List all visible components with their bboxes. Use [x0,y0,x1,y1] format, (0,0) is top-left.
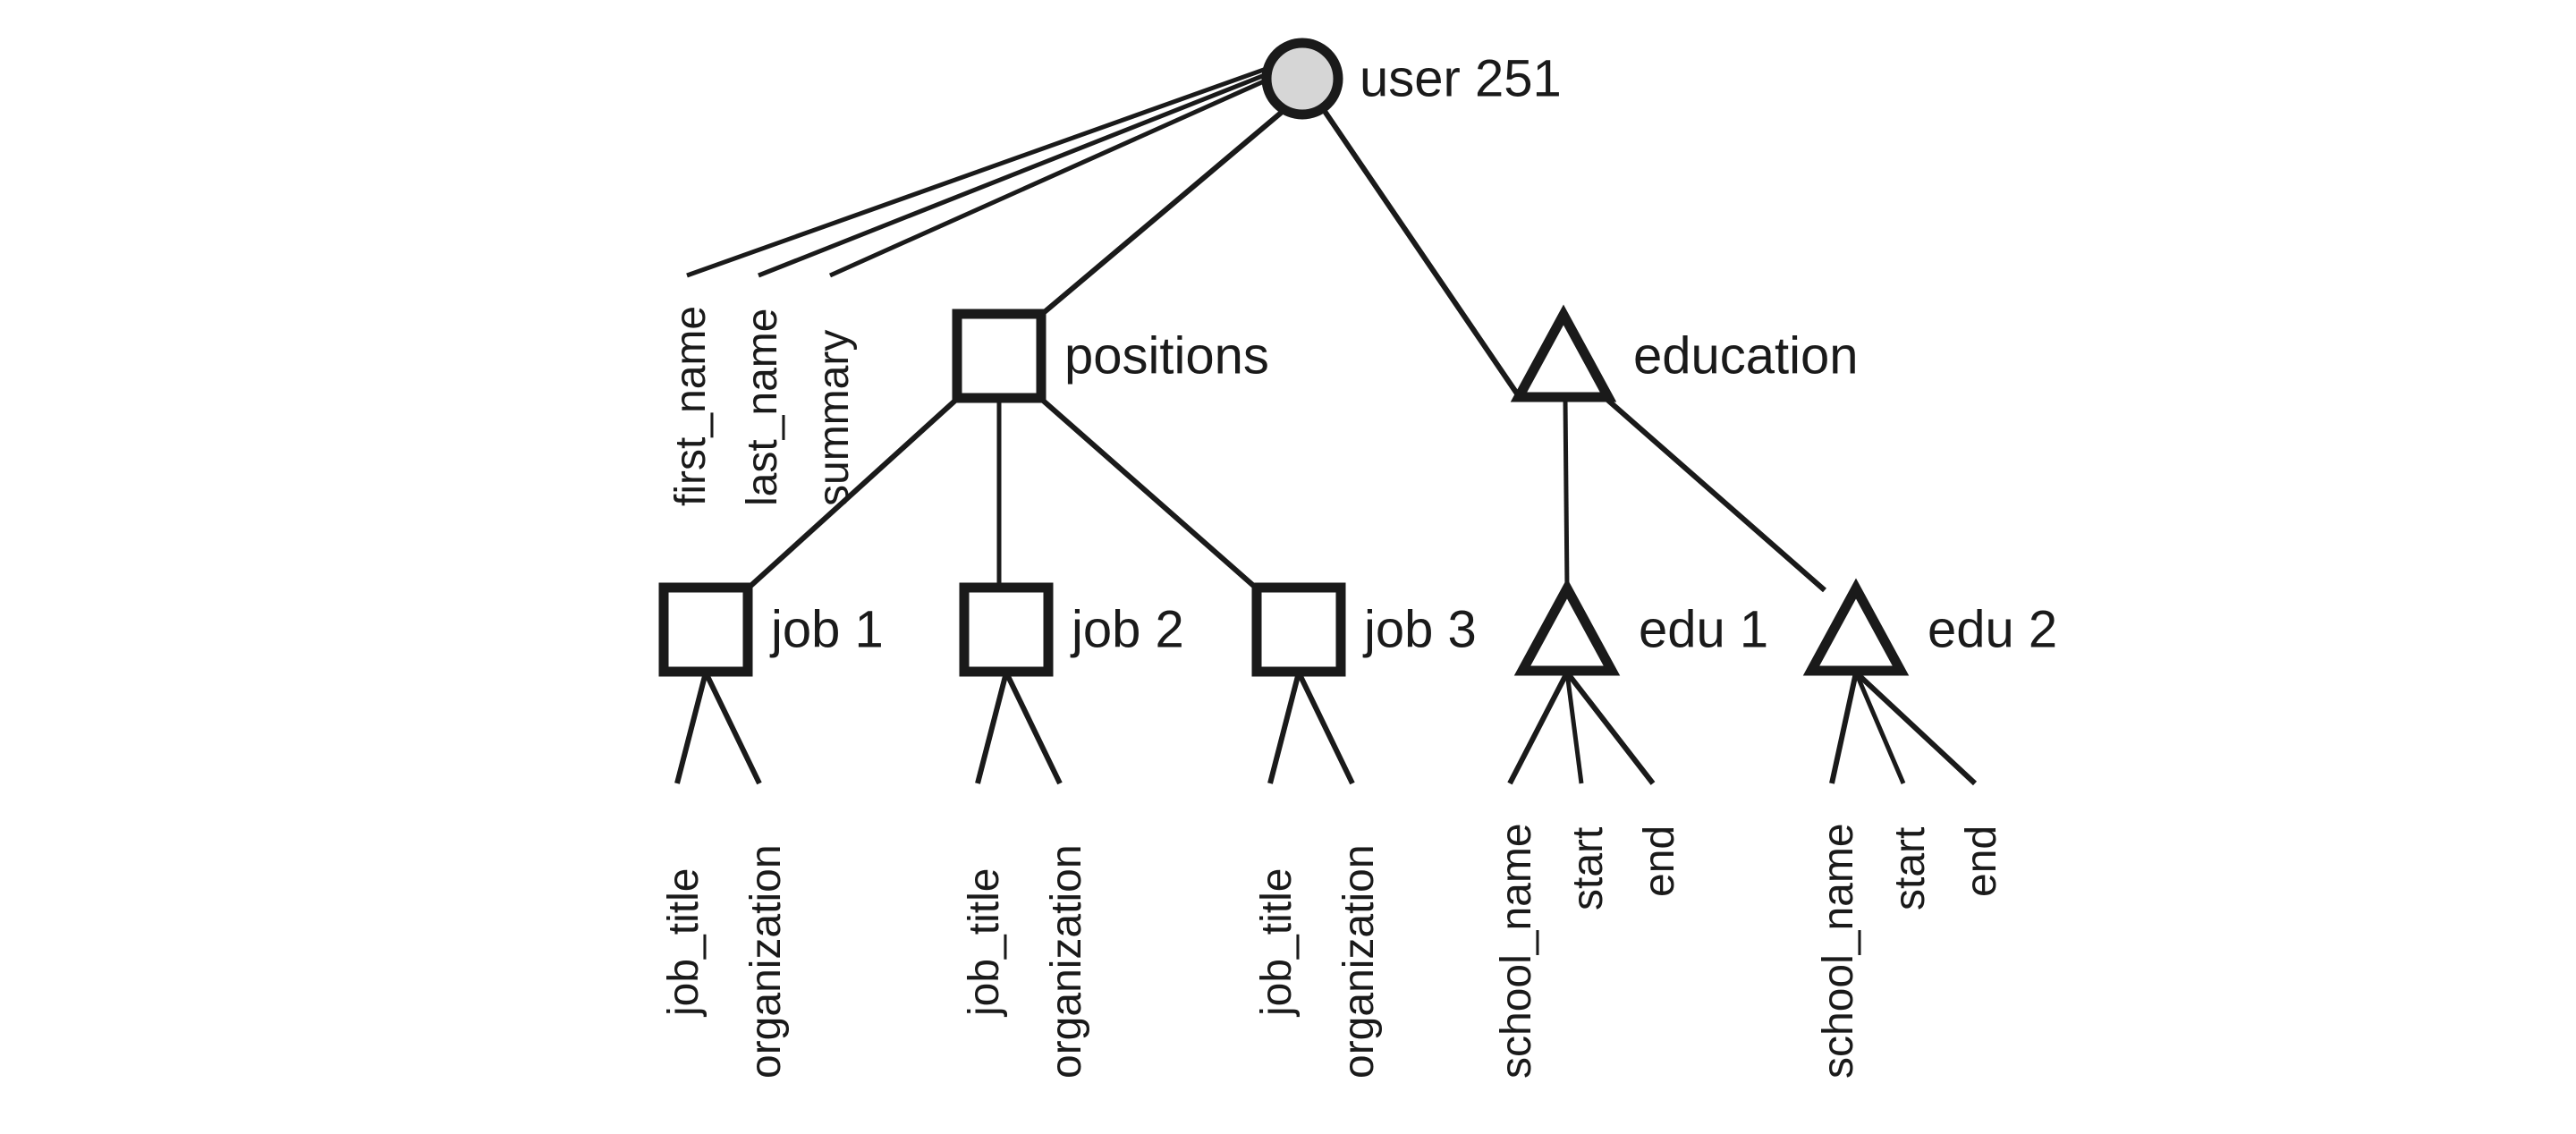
edge-root-positions [1039,106,1287,317]
job1-node-label: job 1 [769,600,884,658]
job1-attribute-labels: job_title organization [660,844,790,1079]
root-circle-shape[interactable] [1261,38,1343,120]
job2-leaf-edges [975,671,1063,785]
attr-label-job3-organization: organization [1335,844,1383,1079]
node-root-user[interactable]: user 251 [1261,38,1562,120]
root-child-edges [1039,106,1523,401]
attr-label-job2-job_title: job_title [961,868,1008,1018]
node-positions[interactable]: positions [952,309,1269,403]
node-job1[interactable]: job 1 [658,582,884,677]
edge-edu2-start [1853,672,1906,784]
edge-job1-job_title [674,672,708,784]
job1-square-shape[interactable] [658,582,753,677]
root-node-label: user 251 [1360,49,1562,107]
edge-job2-job_title [975,672,1009,784]
attr-label-edu1-start: start [1564,827,1612,910]
attr-label-job1-organization: organization [742,844,790,1079]
edge-positions-job1 [745,396,960,591]
edge-job3-organization [1296,671,1355,785]
edu1-triangle-shape[interactable] [1513,578,1621,676]
job3-square-shape[interactable] [1251,582,1346,677]
edu2-node-label: edu 2 [1928,600,2057,658]
edge-root-last_name [758,69,1275,278]
attr-label-edu1-end: end [1636,825,1683,897]
attr-label-edu2-school_name: school_name [1815,823,1862,1079]
attr-label-edu2-start: start [1886,827,1934,910]
job1-leaf-edges [674,671,762,785]
education-child-edges [1563,396,1826,593]
edu2-attribute-labels: school_name start end [1815,823,2005,1079]
edge-root-first_name [686,63,1275,278]
attr-label-job3-job_title: job_title [1253,868,1301,1018]
edge-edu1-end [1564,671,1656,785]
positions-child-edges [745,396,1258,591]
education-node-label: education [1633,326,1859,385]
edge-job1-organization [703,671,762,785]
attr-label-job2-organization: organization [1043,844,1090,1079]
root-attribute-edges [686,63,1275,278]
attr-label-summary: summary [810,330,858,506]
edge-edu2-end [1853,670,1978,786]
attr-label-edu1-school_name: school_name [1493,823,1540,1079]
attr-label-job1-job_title: job_title [660,868,708,1018]
job2-attribute-labels: job_title organization [961,844,1090,1079]
edge-education-edu2 [1605,396,1826,593]
edu1-leaf-edges [1507,671,1656,785]
attr-label-edu2-end: end [1958,825,2005,897]
edge-root-summary [828,74,1275,278]
edu2-triangle-shape[interactable] [1802,578,1910,676]
attr-label-last_name: last_name [739,309,786,506]
node-job3[interactable]: job 3 [1251,582,1477,677]
edge-positions-job3 [1039,396,1258,591]
node-job2[interactable]: job 2 [959,582,1184,677]
edge-education-edu1 [1563,398,1570,589]
job3-node-label: job 3 [1362,600,1477,658]
edu2-leaf-edges [1829,670,1978,786]
edge-job3-job_title [1267,672,1301,784]
education-triangle-shape[interactable] [1510,304,1617,402]
edge-job2-organization [1004,671,1063,785]
job2-square-shape[interactable] [959,582,1054,677]
edu1-node-label: edu 1 [1639,600,1768,658]
node-education[interactable]: education [1510,304,1859,402]
attr-label-first_name: first_name [667,306,715,506]
edge-edu2-school_name [1829,672,1859,784]
edge-edu1-start [1564,672,1584,784]
job2-node-label: job 2 [1070,600,1184,658]
edu1-attribute-labels: school_name start end [1493,823,1683,1079]
edge-root-education [1319,106,1523,401]
job3-attribute-labels: job_title organization [1253,844,1383,1079]
node-edu2[interactable]: edu 2 [1802,578,2057,676]
job3-leaf-edges [1267,671,1355,785]
positions-square-shape[interactable] [952,309,1046,403]
root-attribute-labels: first_name last_name summary [667,306,858,506]
node-edu1[interactable]: edu 1 [1513,578,1768,676]
positions-node-label: positions [1064,326,1269,385]
edge-edu1-school_name [1507,671,1570,785]
